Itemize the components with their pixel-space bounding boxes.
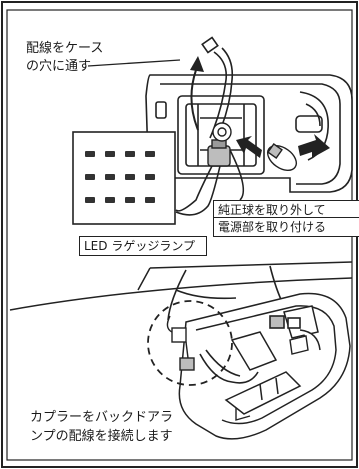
connect-label-line-2: ンプの配線を接続します xyxy=(30,429,173,444)
led-panel xyxy=(72,131,176,225)
insert-arrow xyxy=(236,136,262,158)
lamp-housing xyxy=(145,74,353,193)
coupler xyxy=(166,315,195,371)
power-connector xyxy=(207,122,232,167)
stock-bulb xyxy=(266,143,298,172)
trim-wires xyxy=(199,315,301,384)
led-wires xyxy=(175,149,245,216)
trim-lamp-housing xyxy=(178,292,351,440)
route-leader xyxy=(87,59,181,67)
route-label-line-1: 配線をケース xyxy=(26,41,104,56)
connect-label-line-1: カプラーをバックドアラ xyxy=(30,410,174,425)
product-label: LED ラゲッジランプ xyxy=(79,236,207,256)
replace-label-line-1: 純正球を取り外して xyxy=(213,200,359,220)
back-door-trim xyxy=(9,261,353,311)
coupler-callout xyxy=(147,300,233,386)
remove-arrow xyxy=(298,134,330,158)
trim-clip xyxy=(235,335,309,421)
route-label-line-2: の穴に通す xyxy=(26,59,92,74)
route-arrow xyxy=(190,69,199,131)
route-arrow-head xyxy=(190,56,204,72)
replace-label-line-2: 電源部を取り付ける xyxy=(213,217,359,237)
